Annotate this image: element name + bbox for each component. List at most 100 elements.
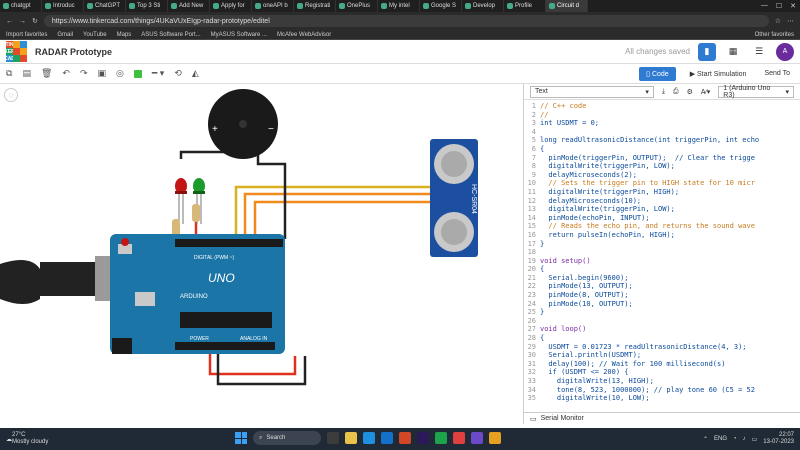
code-button[interactable]: ▯ Code — [639, 66, 676, 81]
task-view-icon[interactable] — [327, 432, 339, 444]
browser-tab[interactable]: Top 3 Sti — [126, 0, 168, 12]
app-icon[interactable] — [453, 432, 465, 444]
browser-tab[interactable]: My intel — [378, 0, 420, 12]
code-line[interactable]: 24 pinMode(10, OUTPUT); — [524, 300, 800, 309]
whatsapp-icon[interactable] — [435, 432, 447, 444]
arduino-board[interactable]: DIGITAL (PWM ~) UNO ARDUINO POWER ANALOG… — [110, 234, 285, 354]
schematic-view-icon[interactable]: ▦ — [728, 46, 738, 56]
code-line[interactable]: 29 USDMT = 0.01723 * readUltrasonicDista… — [524, 343, 800, 352]
flip-icon[interactable]: ◭ — [191, 68, 199, 78]
wifi-icon[interactable]: ◔ — [733, 436, 737, 442]
chevron-up-icon[interactable]: ⌃ — [702, 436, 708, 443]
bookmark-item[interactable]: McAfee WebAdvisor — [277, 31, 332, 38]
browser-tab[interactable]: Add New — [168, 0, 210, 12]
language-indicator[interactable]: ENG — [713, 436, 727, 442]
bookmark-item[interactable]: MyASUS Software ... — [210, 31, 267, 38]
buzzer[interactable]: + − — [208, 89, 278, 159]
code-line[interactable]: 20{ — [524, 265, 800, 274]
code-line[interactable]: 14 pinMode(echoPin, INPUT); — [524, 214, 800, 223]
code-line[interactable]: 25} — [524, 308, 800, 317]
ultrasonic-sensor[interactable]: HC-SR04 — [430, 139, 478, 257]
volume-icon[interactable]: ♪ — [742, 436, 746, 442]
send-to-button[interactable]: Send To — [764, 70, 790, 77]
weather-icon[interactable]: ☁ — [6, 436, 12, 443]
code-line[interactable]: 8 digitalWrite(triggerPin, LOW); — [524, 162, 800, 171]
tinkercad-logo[interactable]: TIN KER CAD — [4, 41, 27, 62]
url-input[interactable]: https://www.tinkercad.com/things/4UKaVUx… — [43, 15, 769, 27]
code-line[interactable]: 33 digitalWrite(13, HIGH); — [524, 377, 800, 386]
menu-icon[interactable]: ⋯ — [787, 18, 794, 25]
bookmark-item[interactable]: YouTube — [83, 31, 107, 38]
code-line[interactable]: 6{ — [524, 145, 800, 154]
browser-tab[interactable]: OnePlus — [336, 0, 378, 12]
clock[interactable]: 22:07 13-07-2023 — [763, 432, 794, 446]
rotate-icon[interactable]: ⟲ — [174, 68, 182, 78]
wire-style-icon[interactable]: ━ ▾ — [151, 68, 165, 78]
code-line[interactable]: 22 pinMode(13, OUTPUT); — [524, 282, 800, 291]
chrome-icon[interactable] — [489, 432, 501, 444]
forward-icon[interactable]: → — [19, 17, 26, 25]
undo-icon[interactable]: ↶ — [62, 68, 70, 78]
device-select[interactable]: 1 (Arduino Uno R3) ▾ — [718, 85, 795, 99]
circuit-canvas[interactable]: ◌ + − — [0, 84, 522, 424]
browser-tab[interactable]: Develop — [462, 0, 504, 12]
browser-tab[interactable]: chatgpt — [0, 0, 42, 12]
code-line[interactable]: 23 pinMode(8, OUTPUT); — [524, 291, 800, 300]
windows-start-icon[interactable] — [235, 432, 247, 444]
other-favorites[interactable]: Other favorites — [754, 31, 794, 38]
notes-icon[interactable]: ▣ — [97, 68, 106, 78]
paste-icon[interactable]: ▤ — [22, 68, 31, 78]
taskbar-search[interactable]: ⌕ Search — [253, 431, 321, 445]
code-line[interactable]: 34 tone(8, 523, 1000000); // play tone 6… — [524, 386, 800, 395]
avatar[interactable]: A — [776, 42, 794, 61]
code-line[interactable]: 15 // Reads the echo pin, and returns th… — [524, 222, 800, 231]
code-line[interactable]: 4 — [524, 128, 800, 137]
circuit-view-icon[interactable]: ▮ — [698, 42, 716, 61]
star-icon[interactable]: ☆ — [774, 18, 781, 25]
browser-tab[interactable]: Google S — [420, 0, 462, 12]
teams-icon[interactable] — [471, 432, 483, 444]
word-icon[interactable] — [381, 432, 393, 444]
resistor[interactable] — [172, 204, 200, 237]
file-explorer-icon[interactable] — [345, 432, 357, 444]
code-line[interactable]: 1// C++ code — [524, 102, 800, 111]
refresh-icon[interactable]: ↻ — [32, 18, 38, 25]
start-simulation-button[interactable]: ▶ Start Simulation — [689, 70, 747, 78]
font-size-icon[interactable]: A⁄▾ — [700, 88, 711, 96]
code-line[interactable]: 11 digitalWrite(triggerPin, HIGH); — [524, 188, 800, 197]
back-icon[interactable]: ← — [6, 17, 13, 25]
project-title[interactable]: RADAR Prototype — [35, 46, 113, 57]
print-icon[interactable]: ⎙ — [673, 87, 679, 95]
code-line[interactable]: 9 delayMicroseconds(2); — [524, 171, 800, 180]
inspect-icon[interactable]: ◎ — [116, 68, 124, 78]
code-line[interactable]: 17} — [524, 240, 800, 249]
serial-monitor-toggle[interactable]: ▭ Serial Monitor — [524, 412, 800, 424]
weather-widget[interactable]: 27°C Mostly cloudy — [12, 432, 48, 446]
code-mode-select[interactable]: Text▾ — [530, 85, 654, 98]
led-green[interactable] — [193, 178, 205, 224]
browser-tab[interactable]: ChatGPT — [84, 0, 126, 12]
code-line[interactable]: 28{ — [524, 334, 800, 343]
code-line[interactable]: 10 // Sets the trigger pin to HIGH state… — [524, 179, 800, 188]
code-line[interactable]: 26 — [524, 317, 800, 326]
code-line[interactable]: 35 digitalWrite(10, LOW); — [524, 394, 800, 402]
battery-icon[interactable]: ▭ — [751, 436, 758, 443]
browser-tab[interactable]: oneAPI b — [252, 0, 294, 12]
bookmark-item[interactable]: Maps — [116, 31, 132, 38]
code-line[interactable]: 31 delay(100); // Wait for 100 milliseco… — [524, 360, 800, 369]
redo-icon[interactable]: ↷ — [79, 68, 88, 78]
edge-icon[interactable] — [363, 432, 375, 444]
close-icon[interactable]: ✕ — [790, 3, 796, 10]
bookmark-item[interactable]: Import favorites — [6, 31, 48, 38]
bookmark-item[interactable]: Gmail — [57, 31, 74, 38]
debug-icon[interactable]: ⚙ — [686, 88, 693, 96]
code-line[interactable]: 18 — [524, 248, 800, 257]
powerpoint-icon[interactable] — [399, 432, 411, 444]
copy-icon[interactable]: ⧉ — [6, 68, 13, 78]
code-line[interactable]: 16 return pulseIn(echoPin, HIGH); — [524, 231, 800, 240]
